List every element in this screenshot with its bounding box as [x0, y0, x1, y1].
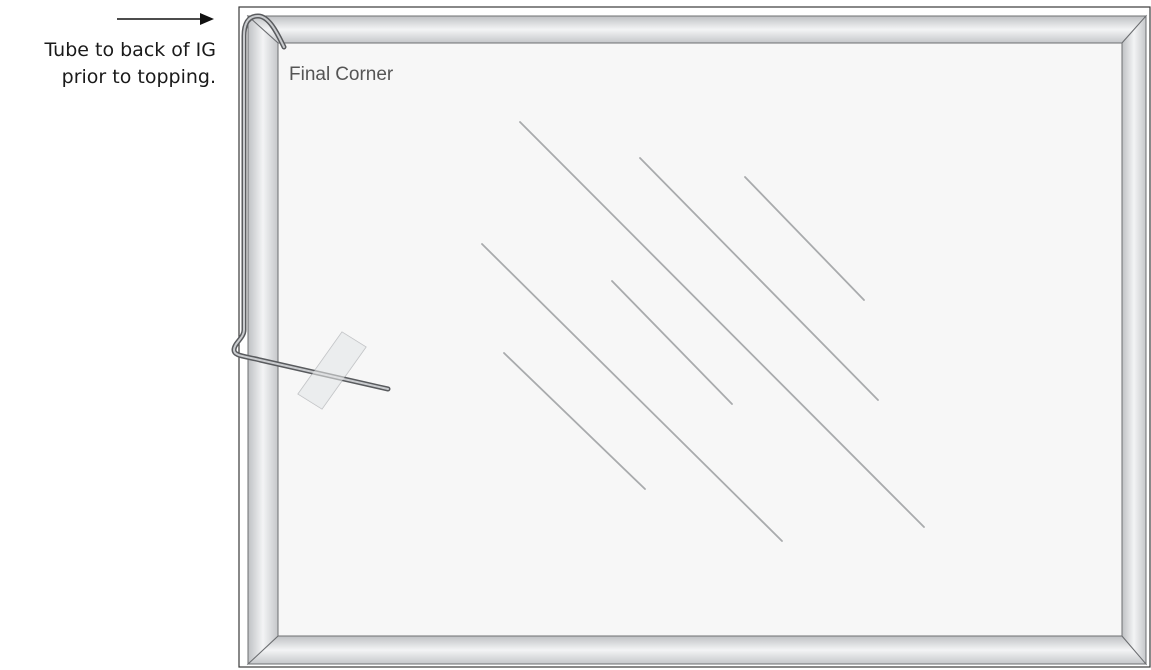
frame-left [248, 16, 278, 664]
right-arrow-icon [117, 13, 214, 25]
callout-text: Tube to back of IG prior to topping. [6, 37, 216, 91]
corner-word: Corner [335, 64, 394, 85]
frame-top [248, 16, 1146, 43]
final-word: Final [289, 64, 330, 85]
frame-right [1122, 16, 1146, 664]
glass-pane [278, 43, 1122, 636]
callout-line-2: prior to topping. [6, 64, 216, 91]
callout-line-1: Tube to back of IG [6, 37, 216, 64]
frame-bottom [248, 636, 1146, 664]
